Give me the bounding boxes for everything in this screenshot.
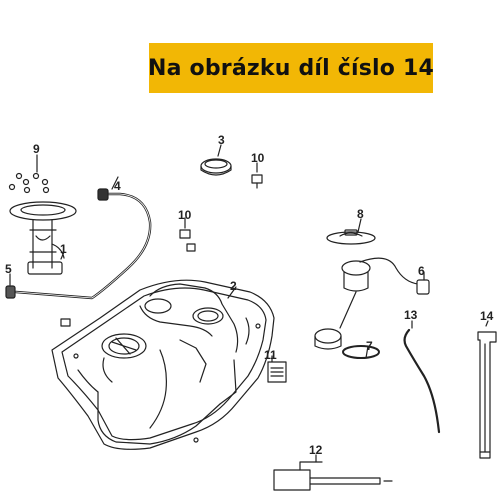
callout-9: 9 [33, 142, 40, 156]
part-12-bracket [273, 454, 393, 491]
callout-labels: 1 2 3 4 5 6 7 8 9 10 10 11 12 13 14 [5, 133, 494, 457]
callout-6: 6 [418, 264, 425, 278]
part-10-bolts-lower [60, 217, 196, 327]
callout-3: 3 [218, 133, 225, 147]
highlight-banner: Na obrázku díl číslo 14 [148, 43, 434, 93]
banner-text: Na obrázku díl číslo 14 [148, 55, 434, 81]
callout-2: 2 [230, 279, 237, 293]
callout-11: 11 [264, 348, 277, 362]
callout-10-lower: 10 [178, 208, 192, 222]
callout-12: 12 [309, 443, 323, 457]
part-4-fuel-hose [14, 176, 152, 300]
callout-4: 4 [114, 179, 121, 193]
part-7-o-ring [342, 345, 380, 359]
part-2-fuel-tank [51, 279, 275, 450]
part-8-sender-flange [326, 218, 376, 245]
part-1-fuel-pump [9, 201, 77, 275]
part-13-breather-hose [403, 320, 441, 434]
part-9-bolts [8, 154, 50, 194]
part-11-label [267, 355, 287, 383]
callout-1: 1 [60, 242, 67, 256]
callout-7: 7 [366, 339, 373, 353]
callout-8: 8 [357, 207, 364, 221]
part-3-grommet [200, 144, 232, 176]
callout-13: 13 [404, 308, 418, 322]
part-14-vent-tube [477, 320, 497, 459]
callout-5: 5 [5, 262, 12, 276]
callout-10-upper: 10 [251, 151, 265, 165]
part-5-hose-connector [5, 273, 16, 299]
callout-14: 14 [480, 309, 494, 323]
part-10-bolt-upper [251, 162, 263, 189]
part-6-level-sender [314, 257, 430, 350]
